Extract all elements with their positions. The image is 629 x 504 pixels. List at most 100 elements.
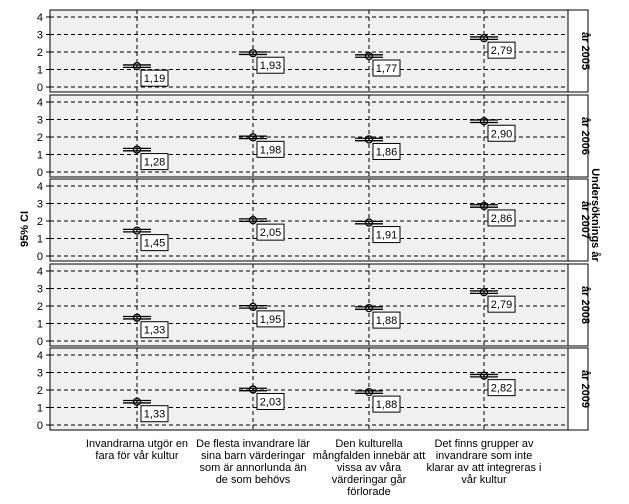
category-label-line: vår kultur — [461, 474, 507, 486]
panel-label: år 2005 — [579, 32, 591, 70]
data-label-box — [140, 153, 169, 171]
mean-marker — [248, 302, 258, 312]
y-tick-label: 1 — [37, 403, 43, 415]
mean-marker — [364, 303, 374, 313]
data-label-box — [256, 56, 285, 74]
y-tick-label: 2 — [37, 301, 43, 313]
y-tick-label: 4 — [37, 350, 43, 362]
data-label: 2,86 — [491, 213, 512, 225]
data-label-box — [140, 321, 169, 339]
y-tick-label: 4 — [37, 97, 43, 109]
panel-background — [49, 178, 569, 262]
mean-marker — [479, 117, 489, 126]
mean-marker — [364, 218, 374, 227]
y-tick-label: 3 — [37, 284, 43, 296]
data-label: 1,45 — [144, 238, 165, 250]
panel-label: år 2007 — [579, 201, 591, 239]
y-tick-label: 0 — [37, 82, 43, 94]
data-label-box — [140, 234, 169, 252]
mean-marker — [364, 51, 374, 61]
data-label: 1,28 — [144, 157, 165, 169]
panel-3: 0 1 2 3 4 år 2008 1,33 1,95 1,88 2,79 — [37, 263, 591, 348]
y-tick-label: 2 — [37, 132, 43, 144]
panel-label: år 2006 — [579, 117, 591, 155]
y-tick-label: 2 — [37, 47, 43, 59]
y-tick-label: 3 — [37, 199, 43, 211]
mean-marker — [132, 226, 142, 235]
panel-background — [49, 347, 569, 431]
data-label-box — [256, 140, 285, 158]
data-label-box — [372, 226, 401, 244]
y-tick-label: 1 — [37, 319, 43, 331]
data-label: 2,82 — [491, 383, 512, 395]
panel-strip — [567, 178, 589, 262]
data-label: 1,93 — [260, 60, 281, 72]
data-label-box — [372, 59, 401, 77]
category-label-line: fara för vår kultur — [95, 450, 178, 462]
data-label: 1,77 — [376, 63, 397, 75]
data-label: 1,95 — [260, 314, 281, 326]
mean-marker — [132, 397, 142, 406]
category-label-line: klarar av att integreras i — [427, 462, 542, 474]
data-label-box — [487, 295, 516, 313]
data-label-box — [140, 405, 169, 423]
data-label: 1,33 — [144, 325, 165, 337]
mean-marker — [479, 34, 489, 43]
mean-marker — [248, 385, 258, 394]
y-tick-label: 0 — [37, 251, 43, 263]
mean-marker — [248, 133, 258, 142]
y-tick-label: 0 — [37, 167, 43, 179]
y-axis-title: 95% CI — [19, 211, 31, 247]
y-tick-label: 4 — [37, 181, 43, 193]
panel-label: år 2009 — [579, 370, 591, 408]
data-label: 2,79 — [491, 299, 512, 311]
category-label-line: De flesta invandrare lär — [196, 438, 310, 450]
data-label: 1,88 — [376, 399, 397, 411]
data-label: 2,90 — [491, 128, 512, 140]
mean-marker — [248, 215, 258, 225]
data-label: 2,03 — [260, 396, 281, 408]
category-label-line: Den kulturella — [335, 438, 403, 450]
data-label: 1,88 — [376, 315, 397, 327]
y-tick-label: 3 — [37, 30, 43, 42]
panel-strip — [567, 347, 589, 431]
panel-background — [49, 94, 569, 178]
data-label: 1,33 — [144, 409, 165, 421]
category-label-line: Invandrarna utgör en — [86, 438, 188, 450]
data-label-box — [256, 223, 285, 241]
data-label-box — [140, 69, 169, 87]
data-label-box — [256, 392, 285, 410]
y-tick-label: 2 — [37, 216, 43, 228]
mean-marker — [132, 145, 142, 154]
category-label-line: invandrare som inte — [436, 450, 533, 462]
category-label-line: förlorade — [347, 486, 390, 498]
panel-axis-title: Undersöknings år — [589, 168, 601, 262]
category-label-line: sina barn värderingar — [201, 450, 305, 462]
panel-background — [49, 263, 569, 347]
category-label-line: de som behövs — [216, 474, 291, 486]
y-tick-label: 3 — [37, 115, 43, 127]
y-tick-label: 4 — [37, 12, 43, 24]
data-label-box — [487, 124, 516, 142]
mean-marker — [479, 288, 489, 297]
data-label: 1,19 — [144, 73, 165, 85]
data-label: 1,86 — [376, 146, 397, 158]
panel-label: år 2008 — [579, 286, 591, 324]
category-label-line: vissa av våra — [337, 462, 402, 474]
y-tick-label: 1 — [37, 234, 43, 246]
data-label-box — [487, 41, 516, 59]
y-tick-label: 0 — [37, 336, 43, 348]
y-tick-label: 0 — [37, 420, 43, 432]
mean-marker — [364, 135, 374, 144]
data-label: 2,79 — [491, 45, 512, 57]
data-label-box — [487, 379, 516, 397]
mean-marker — [479, 371, 489, 380]
mean-marker — [132, 313, 142, 322]
y-tick-label: 4 — [37, 266, 43, 278]
mean-marker — [364, 387, 374, 397]
